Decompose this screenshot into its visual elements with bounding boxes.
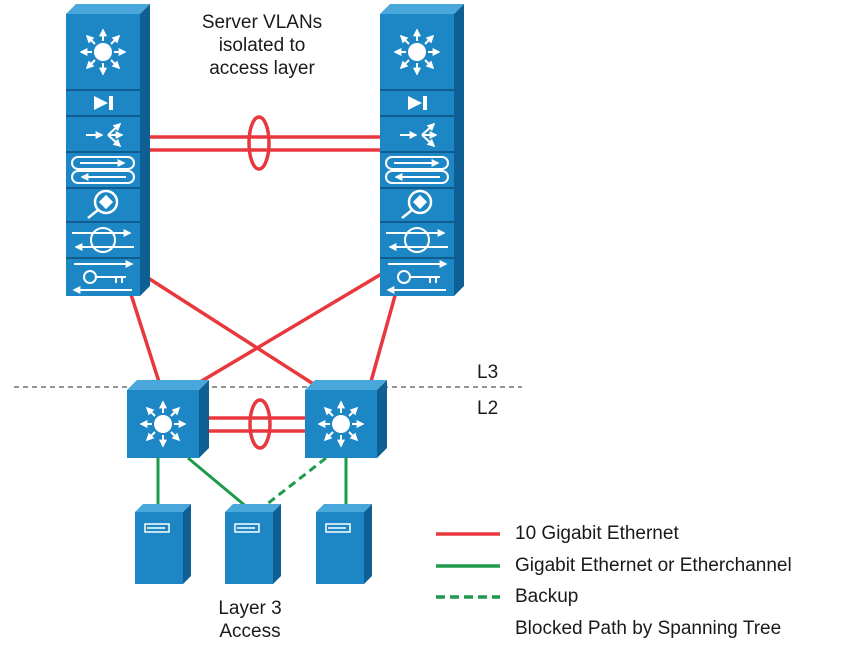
- title-line-2: isolated to: [218, 35, 306, 56]
- access-label-line-2: Access: [219, 621, 281, 642]
- diagram-title: Server VLANs isolated to access layer: [162, 11, 362, 80]
- access-label-line-1: Layer 3: [218, 598, 282, 619]
- access-interconnect: [209, 398, 305, 450]
- legend-label-10ge: 10 Gigabit Ethernet: [515, 523, 679, 544]
- legend-note: Blocked Path by Spanning Tree: [515, 618, 782, 639]
- core-switch-left: [66, 4, 150, 296]
- access-switch-right: [305, 380, 387, 458]
- uplink-links: [118, 258, 407, 387]
- access-label: Layer 3 Access: [180, 597, 320, 643]
- legend-label-gige: Gigabit Ethernet or Etherchannel: [515, 555, 792, 576]
- layer-label-l3: L3: [477, 362, 499, 383]
- server-3: [315, 503, 373, 585]
- server-1: [134, 503, 192, 585]
- server-2: [224, 503, 282, 585]
- server-links: [156, 456, 348, 510]
- title-line-3: access layer: [209, 58, 315, 79]
- access-switch-left: [127, 380, 209, 458]
- layer-label-l2: L2: [477, 398, 499, 419]
- core-switch-right: [380, 4, 464, 296]
- core-interconnect: [150, 115, 380, 171]
- legend-swatches: [436, 532, 500, 599]
- legend-label-backup: Backup: [515, 586, 579, 607]
- title-line-1: Server VLANs: [201, 12, 323, 33]
